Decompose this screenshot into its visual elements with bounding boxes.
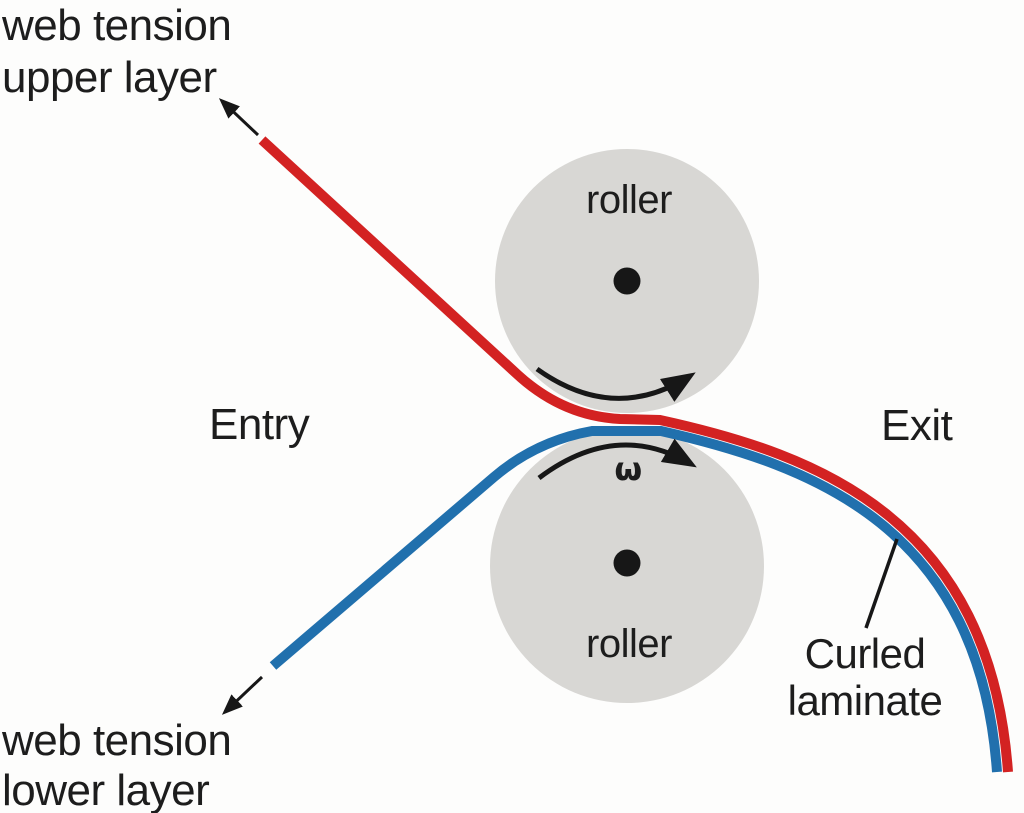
upper-web-tension-label-line1: web tension: [2, 1, 232, 50]
lower-web-tension-label-line1: web tension: [2, 716, 232, 765]
upper-web-tension-label-line2: upper layer: [2, 53, 217, 102]
exit-label: Exit: [881, 401, 953, 450]
top-roller-axle-dot: [613, 267, 641, 295]
upper-web-line: [258, 136, 1013, 773]
bottom-roller-label: roller: [586, 622, 672, 666]
bottom-roller-rotation-arrow: [537, 438, 697, 480]
top-roller-label: roller: [586, 178, 672, 222]
top-roller-rotation-arrow: [535, 366, 696, 402]
curled-laminate-label: Curled laminate: [788, 630, 943, 724]
lower-web-tension-label-line2: lower layer: [2, 766, 210, 813]
lower-web-line: [269, 426, 1002, 773]
upper-web-annotation-arrow: [218, 98, 260, 137]
entry-label: Entry: [209, 400, 310, 449]
lower-web-annotation-arrow: [221, 675, 264, 715]
angular-velocity-omega-symbol: ω: [614, 450, 642, 488]
bottom-roller-axle-dot: [613, 549, 641, 577]
curled-laminate-label-line1: Curled: [804, 630, 926, 677]
curled-laminate-label-line2: laminate: [787, 677, 943, 724]
lower-web-tension-label: web tension lower layer: [2, 716, 232, 813]
curled-laminate-leader-line: [864, 538, 899, 629]
upper-web-tension-label: web tension upper layer: [2, 0, 232, 104]
